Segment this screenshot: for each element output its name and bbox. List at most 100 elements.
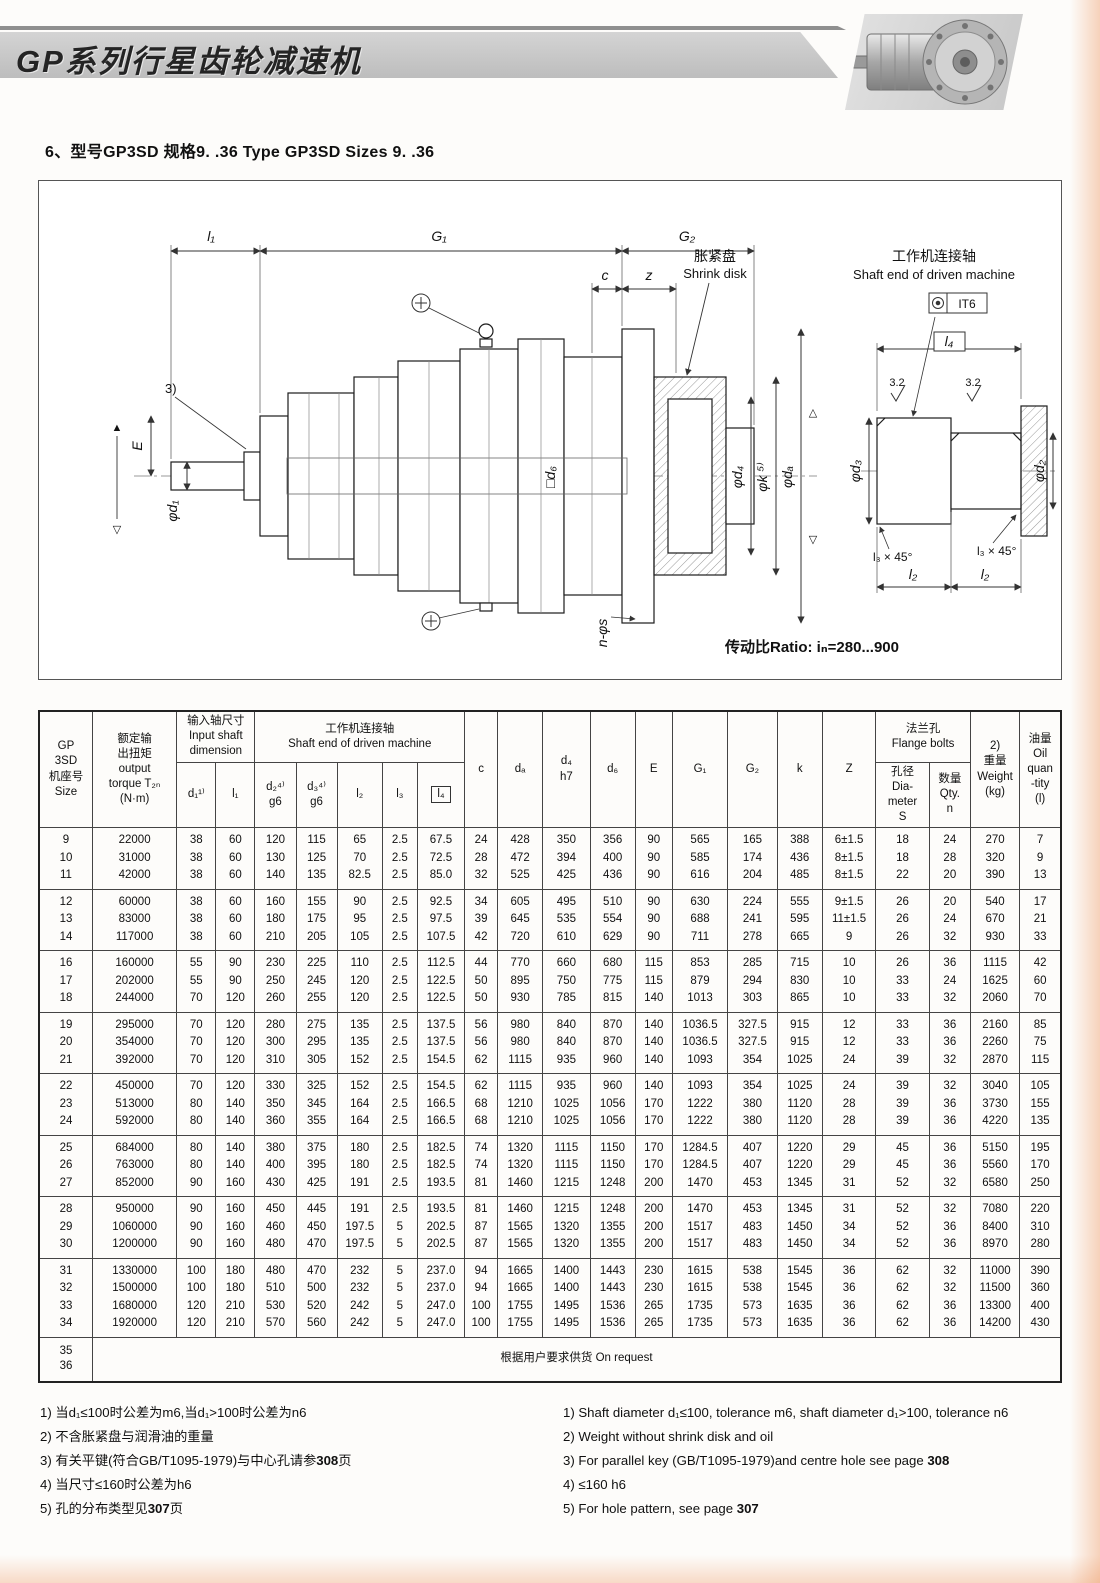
table-cell: 428: [497, 827, 544, 850]
table-cell: 170: [634, 1157, 673, 1175]
table-cell: 660: [542, 950, 591, 973]
table-cell: 450000: [91, 1073, 178, 1096]
table-cell: 2.5: [381, 1157, 418, 1175]
table-cell: 250: [1019, 1174, 1062, 1197]
table-cell: 10: [821, 972, 877, 991]
table-cell: 960: [589, 1051, 636, 1074]
table-cell: 210: [254, 928, 297, 951]
table-cell: 1284.5: [671, 1134, 729, 1158]
header-torque: 额定输 出扭矩 output torque T₂ₙ (N·m): [91, 710, 178, 829]
table-cell: 295: [295, 1034, 338, 1052]
table-cell: 193.5: [416, 1174, 466, 1197]
table-cell: 135: [336, 1011, 383, 1035]
table-cell: 90: [176, 1236, 217, 1259]
table-cell: 180: [336, 1157, 383, 1175]
table-cell: 1036.5: [671, 1011, 729, 1035]
table-cell: 763000: [91, 1157, 178, 1175]
table-cell: 45: [875, 1134, 930, 1158]
shaft-end-label-en: Shaft end of driven machine: [853, 267, 1015, 282]
table-cell: 70: [336, 849, 383, 868]
row-size-cell: 18: [38, 990, 93, 1013]
table-cell: 280: [1019, 1236, 1062, 1259]
table-cell: 36: [928, 1157, 971, 1175]
table-cell: 32: [928, 1280, 971, 1298]
table-cell: 1545: [776, 1257, 823, 1281]
table-cell: 191: [336, 1196, 383, 1219]
table-cell: 154.5: [416, 1051, 466, 1074]
table-cell: 55: [176, 972, 217, 991]
table-cell: 1470: [671, 1174, 729, 1197]
table-cell: 645: [497, 911, 544, 929]
table-cell: 85: [1019, 1011, 1062, 1035]
table-cell: 554: [589, 911, 636, 929]
table-cell: 90: [176, 1174, 217, 1197]
table-cell: 65: [336, 827, 383, 850]
table-cell: 980: [497, 1034, 544, 1052]
table-cell: 1450: [776, 1236, 823, 1259]
table-cell: 2.5: [381, 888, 418, 912]
dim-label-G1: G₁: [431, 228, 447, 244]
table-cell: 42000: [91, 867, 178, 890]
table-cell: 105: [336, 928, 383, 951]
table-cell: 120: [215, 1034, 256, 1052]
table-cell: 164: [336, 1113, 383, 1136]
table-cell: 117000: [91, 928, 178, 951]
table-cell: 6580: [969, 1174, 1021, 1197]
table-cell: 120: [215, 1011, 256, 1035]
table-cell: 160: [215, 1218, 256, 1237]
table-cell: 140: [634, 990, 673, 1013]
table-cell: 2.5: [381, 1034, 418, 1052]
table-cell: 32: [928, 990, 971, 1013]
table-cell: 205: [295, 928, 338, 951]
table-cell: 135: [295, 867, 338, 890]
table-cell: 140: [634, 1034, 673, 1052]
table-cell: 232: [336, 1280, 383, 1298]
table-cell: 36: [928, 1218, 971, 1237]
table-cell: 55: [176, 950, 217, 973]
table-cell: 375: [295, 1134, 338, 1158]
table-cell: 224: [727, 888, 778, 912]
table-cell: 1025: [542, 1095, 591, 1114]
table-cell: 125: [295, 849, 338, 868]
table-cell: 180: [215, 1280, 256, 1298]
table-cell: 960: [589, 1073, 636, 1096]
table-cell: 36: [928, 1034, 971, 1052]
table-cell: 164: [336, 1095, 383, 1114]
table-cell: 935: [542, 1051, 591, 1074]
table-cell: 12: [821, 1011, 877, 1035]
table-cell: 670: [969, 911, 1021, 929]
table-cell: 538: [727, 1280, 778, 1298]
table-cell: 237.0: [416, 1280, 466, 1298]
table-cell: 7080: [969, 1196, 1021, 1219]
ratio-label: 传动比Ratio: iₙ=280...900: [724, 638, 899, 656]
page-edge-tint-bottom: [0, 1555, 1100, 1583]
dim-label-E: E: [129, 441, 145, 451]
table-cell: 36: [928, 1113, 971, 1136]
table-cell: 36: [821, 1315, 877, 1338]
table-cell: 840: [542, 1011, 591, 1035]
table-cell: 1565: [497, 1236, 544, 1259]
table-cell: 18: [875, 849, 930, 868]
table-cell: 1220: [776, 1157, 823, 1175]
table-cell: 535: [542, 911, 591, 929]
table-cell: 225: [295, 950, 338, 973]
table-cell: 160000: [91, 950, 178, 973]
table-cell: 81: [464, 1174, 499, 1197]
table-cell: 407: [727, 1134, 778, 1158]
table-cell: 1735: [671, 1297, 729, 1316]
table-cell: 247.0: [416, 1297, 466, 1316]
table-cell: 8970: [969, 1236, 1021, 1259]
table-cell: 36: [928, 1095, 971, 1114]
table-cell: 395: [295, 1157, 338, 1175]
row-size-cell: 21: [38, 1051, 93, 1074]
table-cell: 210: [215, 1315, 256, 1338]
table-cell: 36: [928, 950, 971, 973]
table-cell: 17: [1019, 888, 1062, 912]
table-cell: 2.5: [381, 867, 418, 890]
